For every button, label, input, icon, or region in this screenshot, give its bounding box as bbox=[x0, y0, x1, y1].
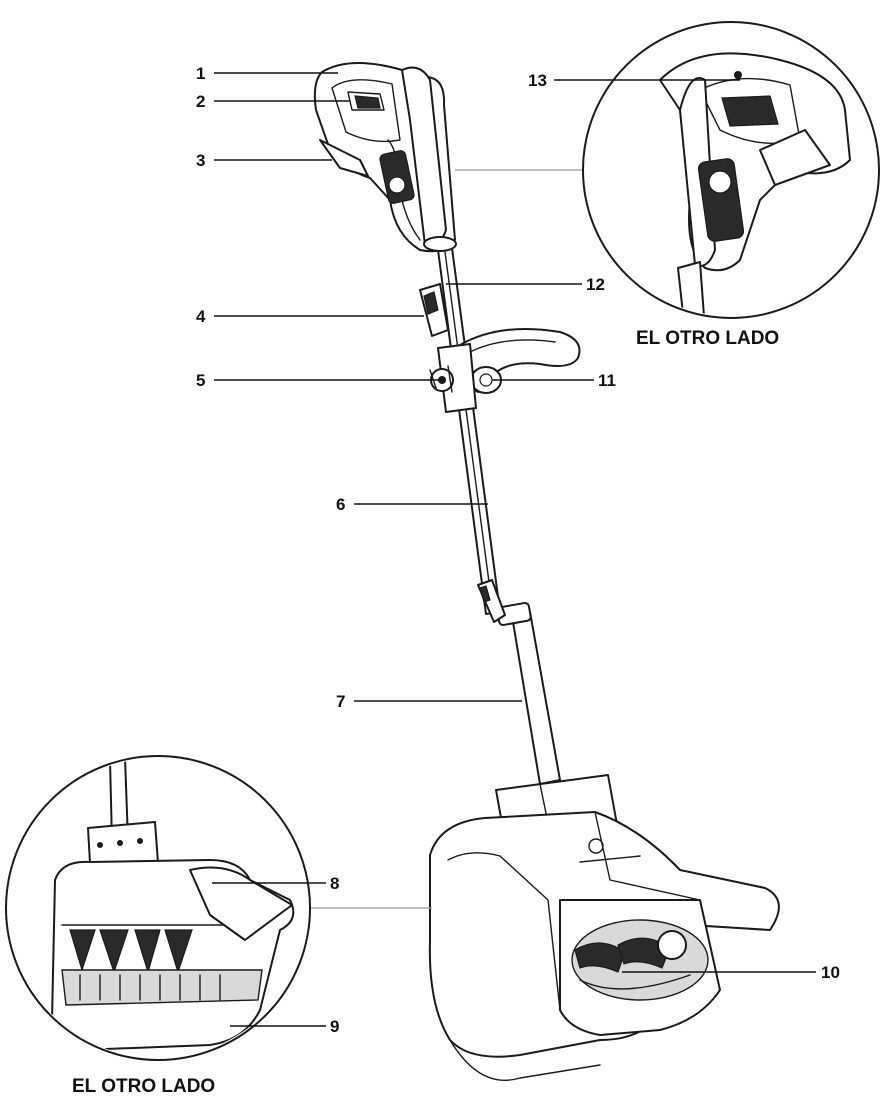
leader-lines bbox=[212, 72, 816, 1027]
callout-10: 10 bbox=[821, 963, 840, 982]
auger-blades bbox=[61, 929, 263, 1006]
bottom-left-inset bbox=[5, 755, 432, 1061]
shovel-housing bbox=[428, 774, 780, 1082]
callout-7: 7 bbox=[336, 692, 345, 711]
callout-2: 2 bbox=[196, 92, 205, 111]
callout-12: 12 bbox=[586, 275, 605, 294]
callout-9: 9 bbox=[330, 1017, 339, 1036]
top-inset-caption: EL OTRO LADO bbox=[636, 328, 779, 349]
auger bbox=[571, 919, 709, 1001]
callout-13: 13 bbox=[528, 71, 547, 90]
main-tool-illustration bbox=[313, 62, 780, 1082]
bottom-inset-caption: EL OTRO LADO bbox=[72, 1076, 215, 1097]
callout-8: 8 bbox=[330, 874, 339, 893]
callout-4: 4 bbox=[196, 307, 206, 326]
callout-5: 5 bbox=[196, 371, 205, 390]
callout-numbers: 1 2 3 4 5 6 7 8 9 10 11 12 13 bbox=[196, 64, 840, 1036]
callout-11: 11 bbox=[598, 371, 616, 390]
callout-6: 6 bbox=[336, 495, 345, 514]
callout-1: 1 bbox=[196, 64, 205, 83]
height-adjust-knob bbox=[429, 343, 477, 413]
top-right-inset bbox=[455, 21, 880, 319]
callout-3: 3 bbox=[196, 151, 205, 170]
auxiliary-handle bbox=[459, 328, 581, 394]
main-handle bbox=[313, 62, 457, 253]
